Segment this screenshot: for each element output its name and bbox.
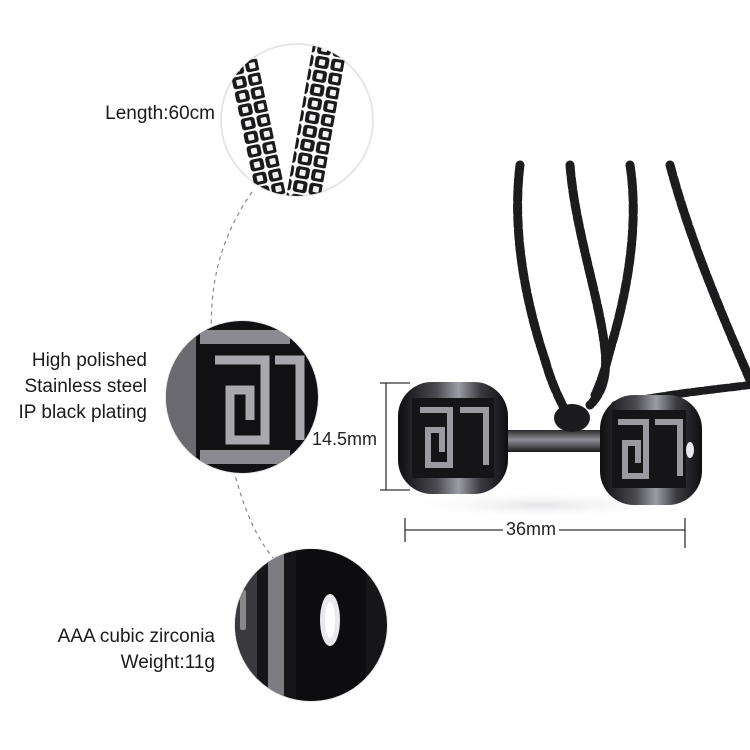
height-dimension-label: 14.5mm xyxy=(312,429,378,449)
dumbbell-pendant-icon xyxy=(398,382,702,519)
material-line-3: IP black plating xyxy=(18,402,147,423)
stone-weight-label: AAA cubic zirconia Weight:11g xyxy=(58,624,215,676)
length-label: Length:60cm xyxy=(105,103,215,124)
material-line-2: Stainless steel xyxy=(24,376,147,397)
stone-label: AAA cubic zirconia xyxy=(57,626,215,647)
material-line-1: High polished xyxy=(31,350,147,371)
chain-closeup-icon xyxy=(220,43,374,197)
width-dimension-label: 36mm xyxy=(503,519,560,540)
zirconia-closeup-icon xyxy=(234,548,388,702)
greek-key-closeup-icon xyxy=(165,320,319,474)
pendant-chains xyxy=(513,160,750,415)
weight-label: Weight:11g xyxy=(120,652,215,673)
material-label: High polished Stainless steel IP black p… xyxy=(18,348,147,426)
